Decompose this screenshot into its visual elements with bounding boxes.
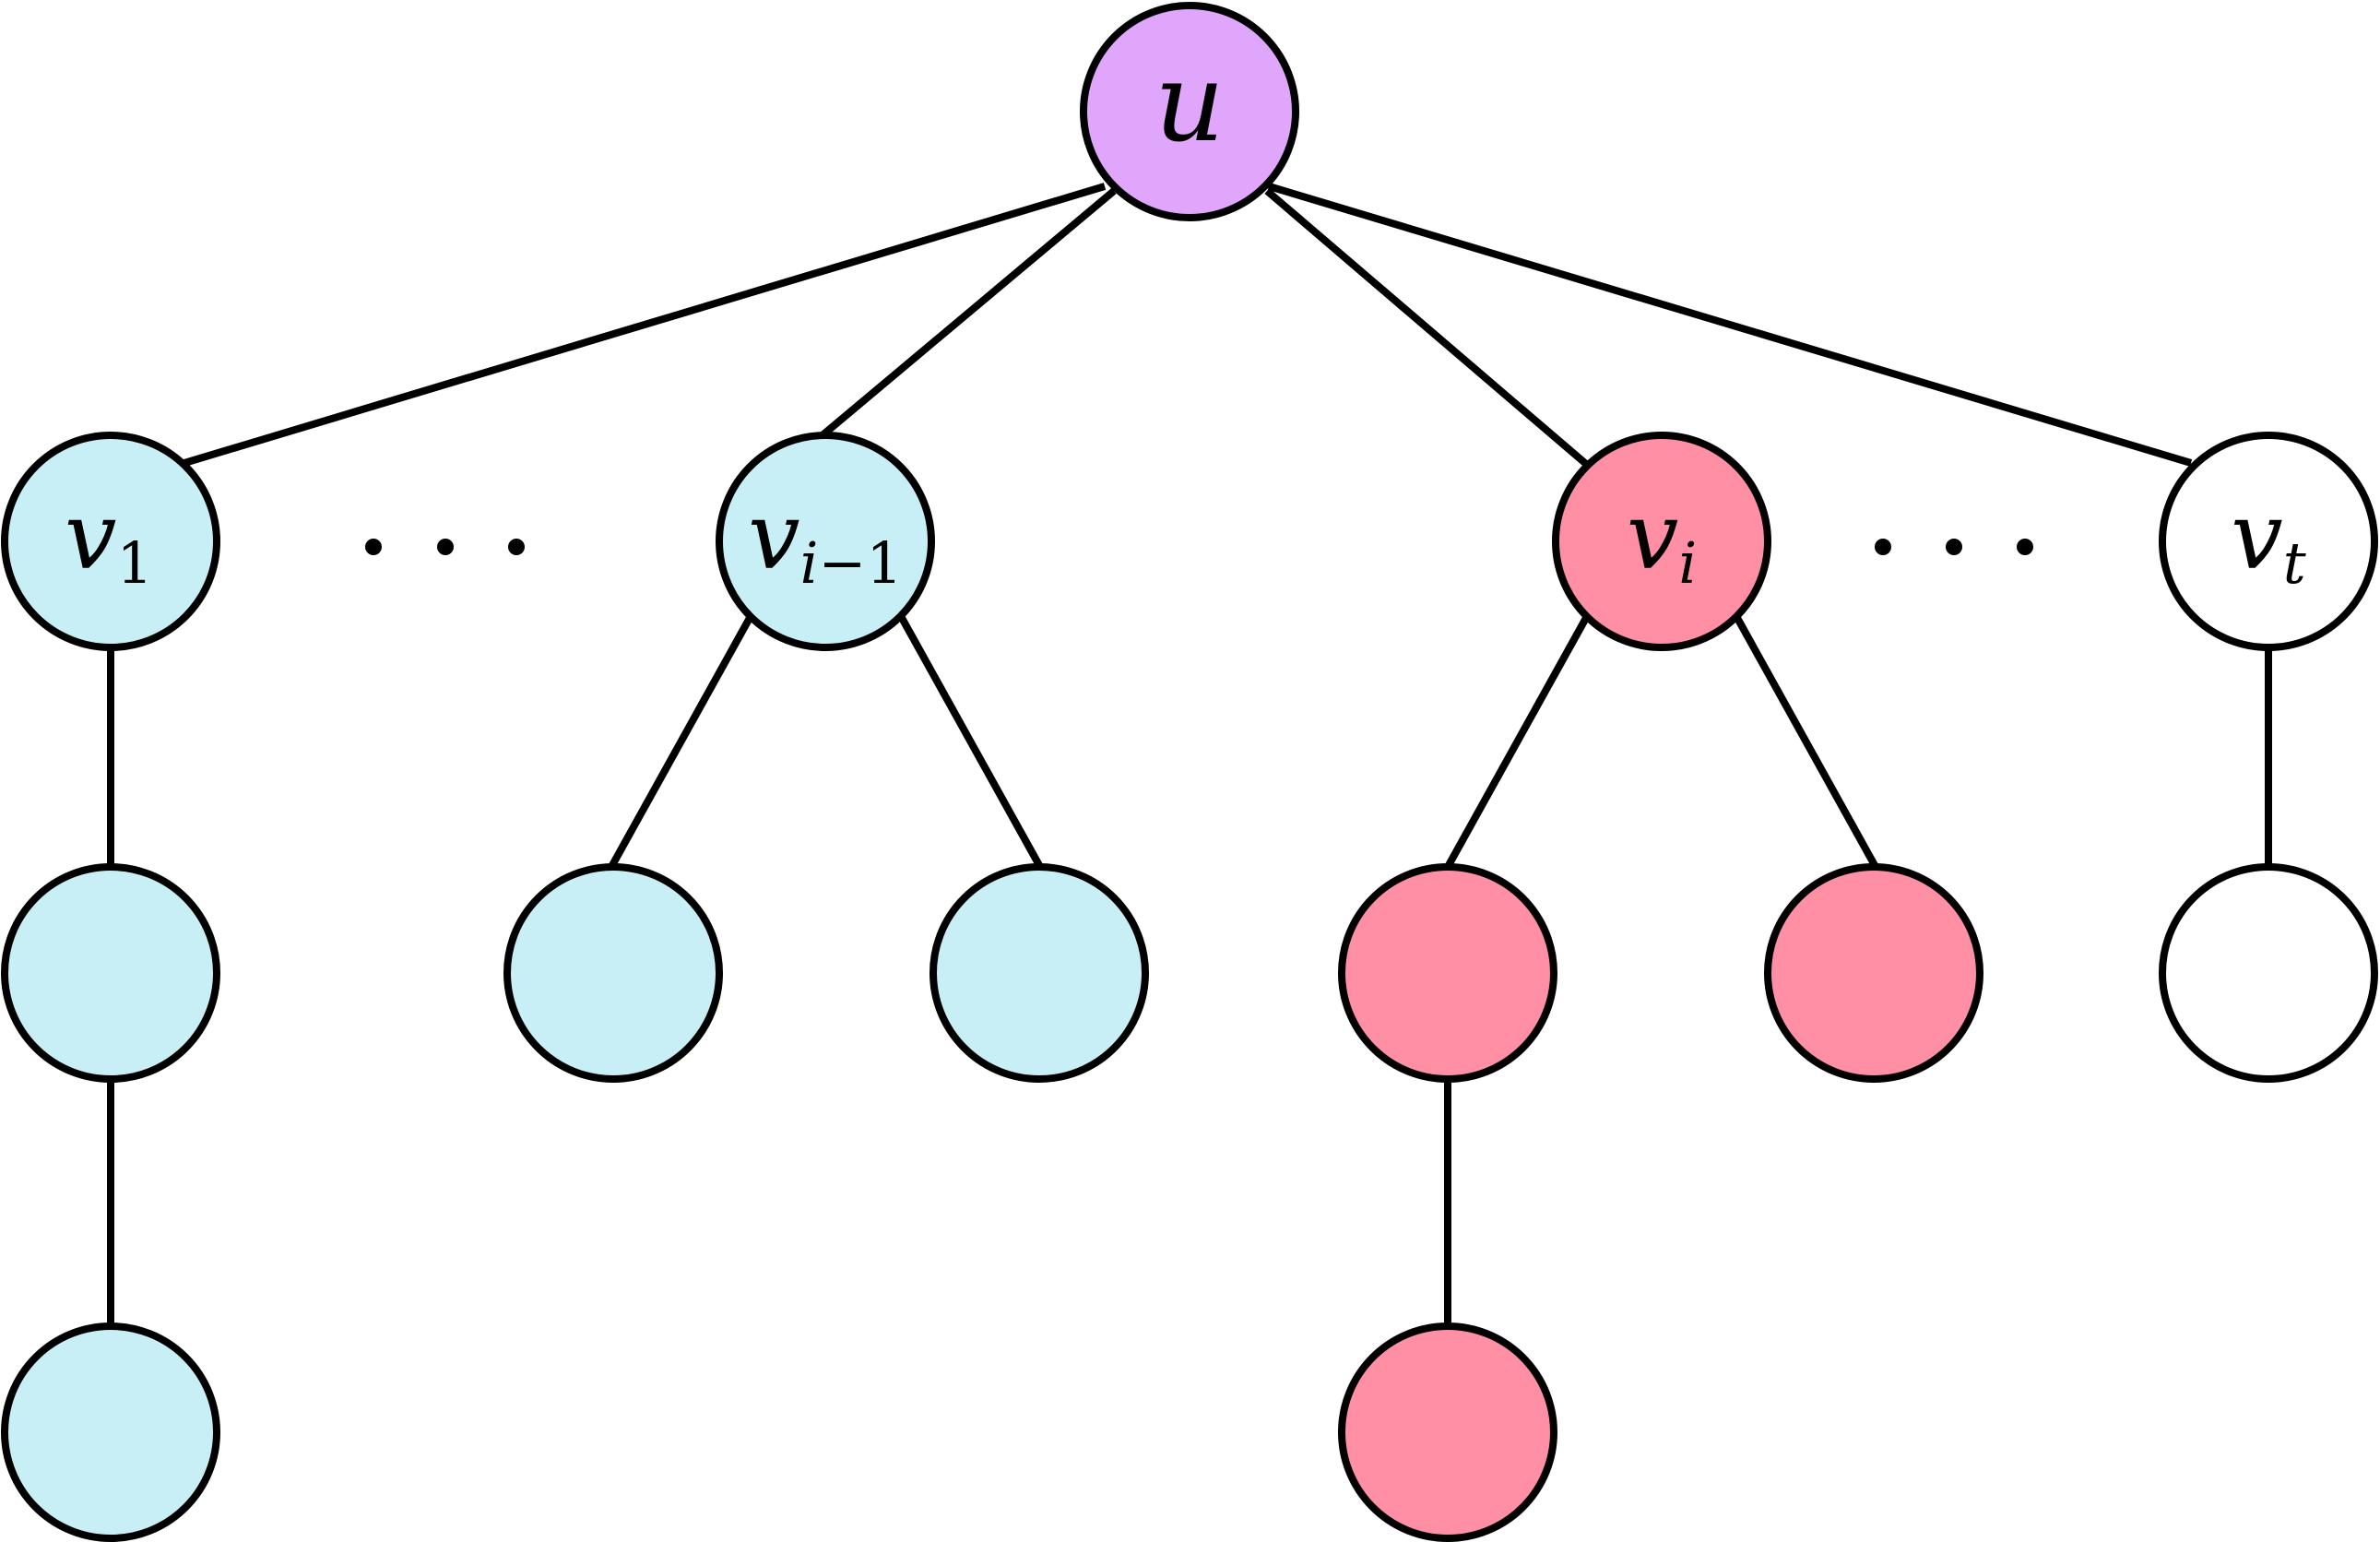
node-vi-1-right-child [930,863,1149,1083]
node-u [1080,2,1299,221]
ellipsis-dot [2017,539,2033,555]
node-v1 [1,432,220,651]
ellipsis-left [365,539,525,555]
label-vt: vt [2231,482,2306,597]
label-vi-1: vi−1 [748,482,903,597]
edge-u-vt [1267,183,2193,467]
node-v1-child [1,863,220,1083]
ellipsis-dot [1875,539,1891,555]
node-vi [1552,432,1771,651]
node-vt [2159,432,2378,651]
label-v1: v1 [65,482,153,597]
node-vi-1-left-child [503,863,723,1083]
node-vi-right-child [1764,863,1983,1083]
ellipsis-right [1875,539,2033,555]
node-vi-grandchild [1338,1323,1557,1542]
node-vt-child [2159,863,2378,1083]
edge-vi-left [1444,616,1590,869]
edges [107,183,2272,1325]
ellipsis-dot [365,539,382,555]
labels: u v1 vi−1 vi vt [65,39,2306,597]
edge-u-vi [1264,187,1589,468]
node-vi-left-child [1338,863,1557,1083]
ellipsis-dot [508,539,525,555]
ellipsis-dot [1946,539,1962,555]
node-v1-grandchild [1,1323,220,1542]
edge-vi-1-left [608,616,753,869]
edge-vi-right [1734,616,1879,869]
label-vi: vi [1627,482,1697,597]
label-u: u [1154,39,1225,166]
node-vi-1 [716,432,935,651]
edge-u-vi-1 [821,187,1117,438]
ellipsis-dot [437,539,454,555]
edge-vi-1-right [898,616,1044,869]
edge-u-v1 [183,183,1107,467]
